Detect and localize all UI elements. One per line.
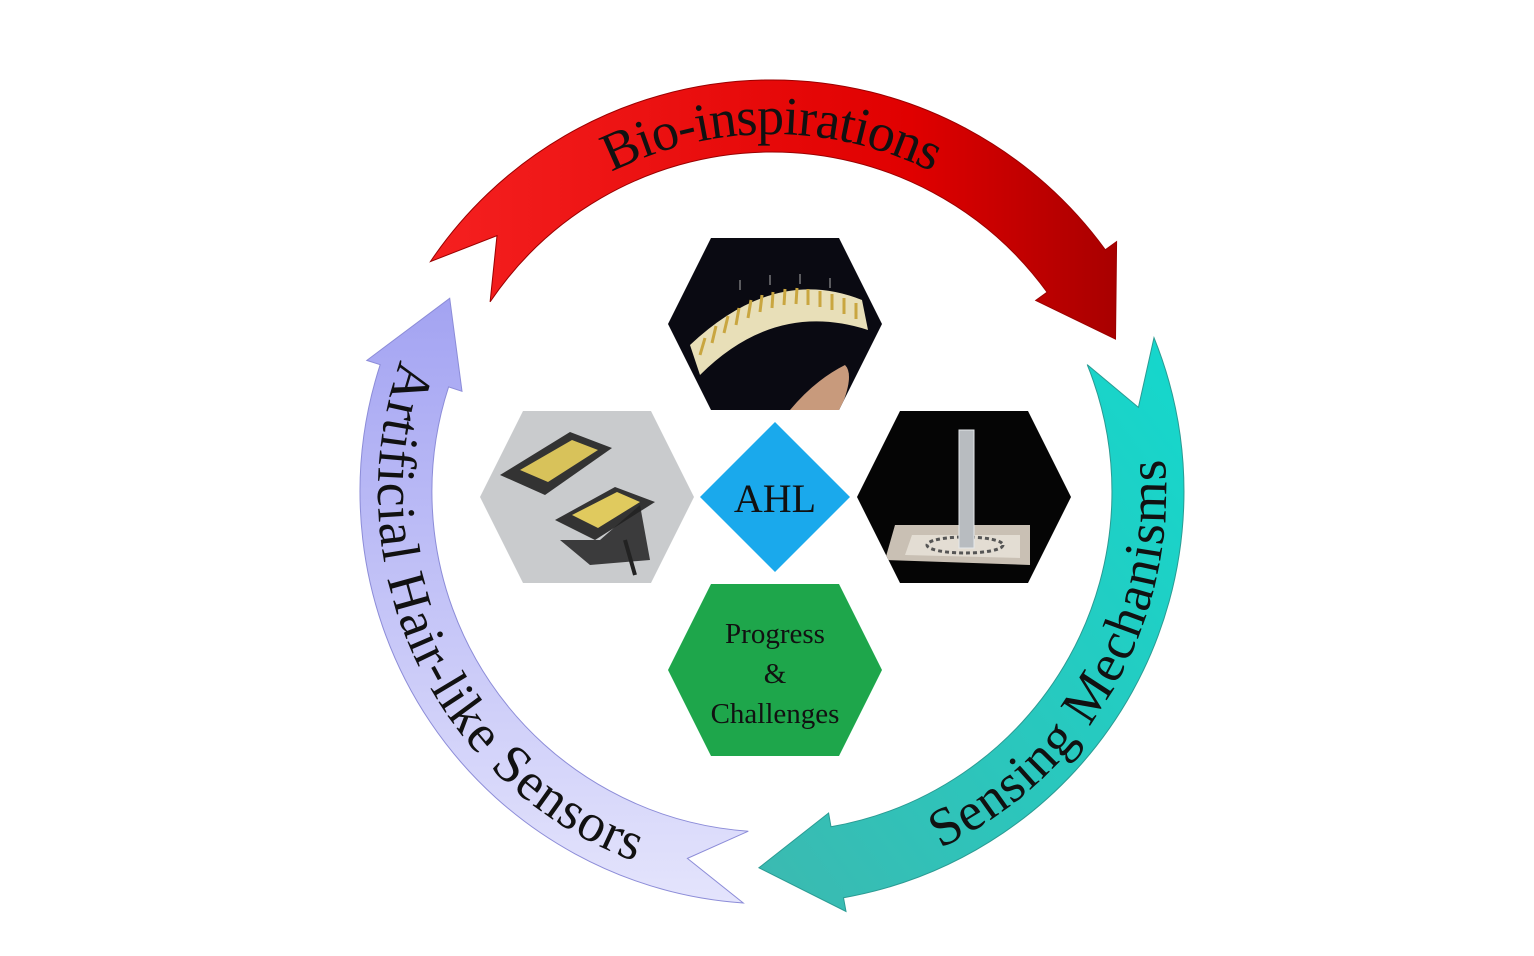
challenges-label: Challenges [711, 698, 840, 730]
progress-challenges-hexagon [668, 584, 882, 756]
progress-label: Progress [725, 618, 825, 650]
ampersand-label: & [764, 658, 787, 690]
ahl-core-label: AHL [734, 476, 816, 521]
flexible-sensor-array-photo [668, 238, 882, 410]
mems-chip-sensor-photo [480, 411, 694, 583]
sensing-mechanisms-arrow [757, 336, 1185, 913]
ahl-core-diamond [700, 422, 850, 572]
bio-inspirations-arrow [429, 79, 1118, 340]
artificial-hair-like-sensors-arrow [359, 297, 749, 904]
pillar-sensor-photo [857, 411, 1071, 583]
